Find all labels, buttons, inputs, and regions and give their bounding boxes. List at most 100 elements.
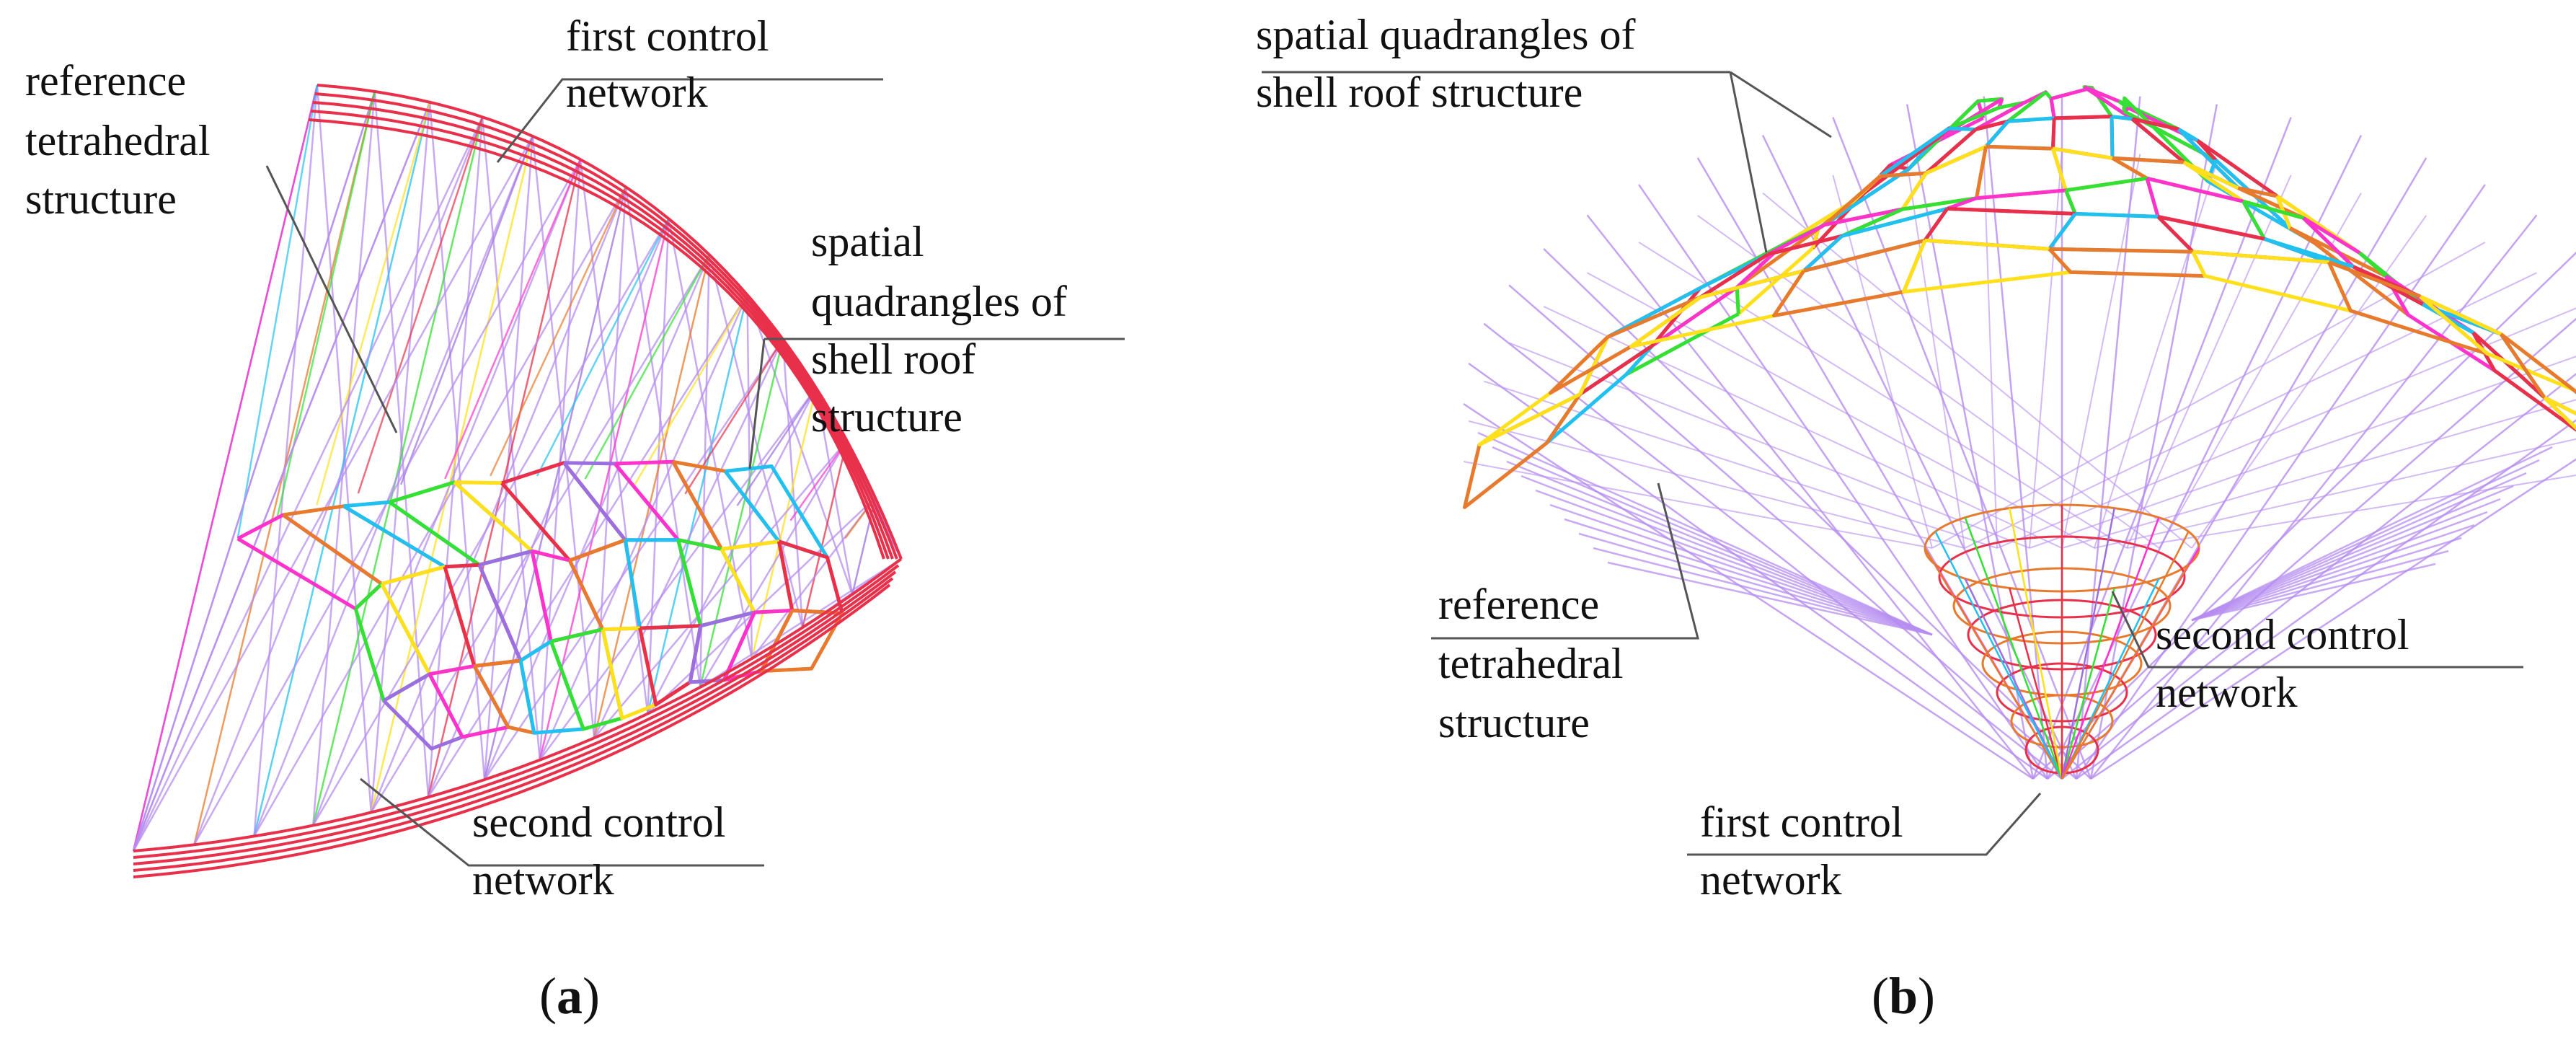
reference-line [2126, 175, 2292, 549]
first-control-network-arc [317, 84, 903, 560]
reference-line [1607, 561, 1933, 636]
reference-line [357, 116, 484, 494]
panel-a-caption: (a) [539, 967, 600, 1025]
reference-line [316, 102, 431, 506]
shell-quadrangle [2543, 396, 2576, 431]
reference-line [579, 159, 649, 714]
control-network-spoke [1924, 547, 2063, 780]
reference-line [1593, 547, 1933, 636]
reference-line [789, 440, 848, 521]
reference-line [370, 136, 534, 813]
reference-line [370, 254, 710, 813]
reference-line [2191, 511, 2488, 622]
shell-quadrangle [1650, 243, 1785, 348]
reference-line [736, 387, 818, 506]
panel-b-shell-roof-quadrangles [1463, 85, 2576, 509]
reference-line [2191, 485, 2514, 622]
reference-line [483, 254, 710, 780]
reference-line [2191, 550, 2449, 622]
reference-line [132, 91, 376, 852]
control-network-spoke [2061, 508, 2115, 780]
reference-line [1543, 248, 2092, 780]
shell-quadrangle [342, 500, 482, 569]
reference-line [593, 440, 848, 739]
control-network-spoke [2009, 588, 2063, 780]
shell-quadrangle [1477, 335, 1610, 446]
panel-b-label-second-control-network: second control network [2156, 611, 2420, 716]
reference-line [593, 254, 710, 738]
reference-line [444, 159, 582, 480]
control-network-spoke [2061, 531, 2190, 780]
shell-quadrangle [2191, 250, 2353, 313]
reference-line [490, 186, 627, 477]
reference-line [708, 254, 804, 628]
reference-line [2191, 472, 2527, 622]
reference-line [2191, 446, 2553, 622]
reference-line [1578, 532, 1933, 636]
reference-line [1832, 175, 1933, 549]
control-network-spoke [2061, 517, 2160, 780]
control-network-spoke [1964, 517, 2063, 780]
reference-line [746, 294, 854, 595]
second-control-network-arc [133, 583, 891, 878]
reference-line [2191, 459, 2540, 622]
reference-line [531, 136, 596, 738]
reference-line [253, 186, 627, 837]
reference-line [1964, 272, 2537, 549]
reference-line [1492, 446, 1933, 636]
reference-line [593, 338, 784, 738]
reference-line [1638, 184, 2049, 780]
panel-b-label-reference-tetrahedral-structure: reference tetrahedral structure [1438, 581, 1634, 746]
second-control-network-arc [133, 577, 894, 872]
reference-line [275, 91, 376, 520]
reference-line [1931, 242, 2486, 549]
reference-line [699, 339, 784, 688]
reference-line [1549, 503, 1933, 636]
panel-a-label-second-control-network: second control network [472, 798, 737, 904]
panel-b-label-first-control-network: first control network [1700, 798, 1914, 904]
second-control-network-arc [133, 570, 897, 865]
reference-line [427, 159, 582, 798]
reference-line [428, 294, 748, 798]
shell-quadrangle [1606, 252, 1770, 339]
shell-quadrangle [1772, 238, 1927, 318]
second-control-network-arc [133, 557, 903, 852]
first-control-network-arc [312, 101, 894, 560]
panel-a-diagram [132, 84, 903, 878]
shell-quadrangle [1781, 174, 1882, 247]
shell-quadrangle [549, 627, 624, 731]
first-control-network-arc [308, 118, 885, 560]
control-network-spoke [2009, 508, 2063, 780]
reference-line [584, 254, 710, 480]
control-network-spoke [2061, 564, 2190, 780]
reference-line [399, 136, 534, 485]
second-control-network-arc [133, 564, 900, 859]
reference-line [1564, 518, 1933, 636]
reference-line [2090, 458, 2576, 780]
reference-line [2191, 524, 2475, 622]
reference-line [312, 117, 484, 826]
panel-a-leader-lines [265, 78, 1125, 867]
reference-line [536, 218, 670, 477]
panel-b-label-spatial-quadrangles: spatial quadrangles of shell roof struct… [1256, 11, 1647, 116]
panel-a-label-first-control-network: first control network [566, 12, 780, 116]
panel-b-caption: (b) [1872, 967, 1935, 1025]
reference-line [132, 116, 484, 852]
panel-b-reference-tetrahedral-lines [1463, 94, 2576, 780]
panel-b-diagram [1463, 85, 2576, 780]
reference-line [1983, 154, 1998, 549]
panel-a-label-spatial-quadrangles: spatial quadrangles of shell roof struct… [811, 218, 1078, 441]
reference-line [236, 84, 319, 538]
reference-line [1697, 215, 2160, 549]
control-network-spoke [2061, 588, 2115, 780]
reference-line [2061, 154, 2141, 549]
reference-line [2029, 151, 2063, 549]
reference-line [1521, 475, 1933, 636]
reference-line [1483, 322, 2063, 780]
reference-line [132, 84, 319, 852]
reference-line [1506, 460, 1933, 636]
reference-line [312, 159, 582, 826]
reference-line [2046, 135, 2363, 780]
reference-line [193, 116, 484, 845]
